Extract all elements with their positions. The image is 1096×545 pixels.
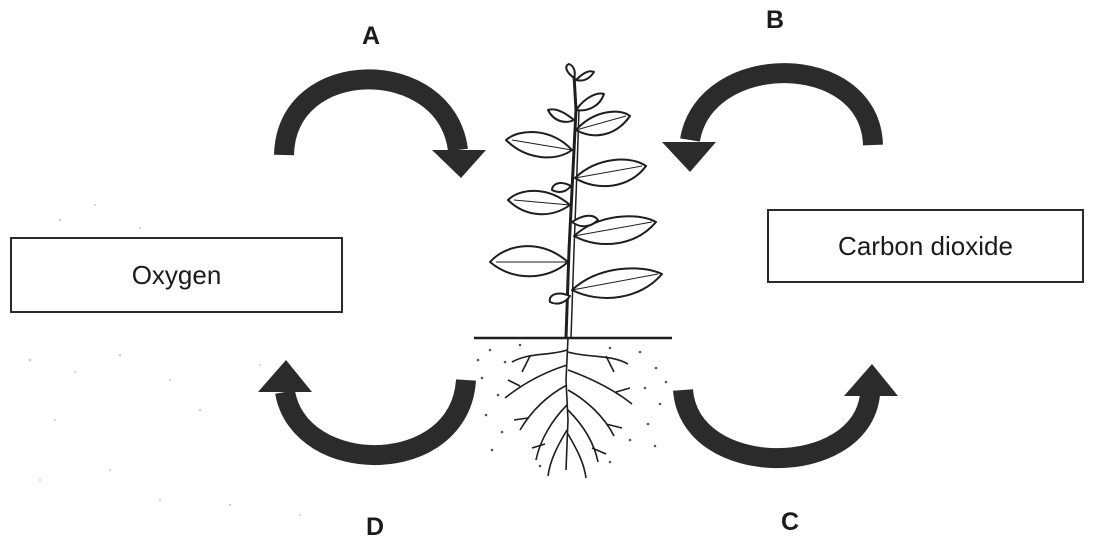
plant-with-roots — [474, 64, 672, 478]
oxygen-label: Oxygen — [132, 260, 222, 291]
arrow-label-a: A — [362, 22, 380, 51]
arrow-label-d: D — [366, 513, 384, 542]
arrow-label-c: C — [781, 508, 799, 537]
oxygen-box: Oxygen — [10, 237, 343, 313]
carbon-dioxide-label: Carbon dioxide — [838, 231, 1013, 262]
curved-arrow-c — [683, 364, 898, 458]
curved-arrow-a — [284, 79, 486, 178]
curved-arrow-d — [258, 360, 466, 455]
carbon-dioxide-box: Carbon dioxide — [767, 209, 1084, 283]
arrow-label-b: B — [766, 6, 784, 35]
curved-arrow-b — [662, 73, 873, 172]
